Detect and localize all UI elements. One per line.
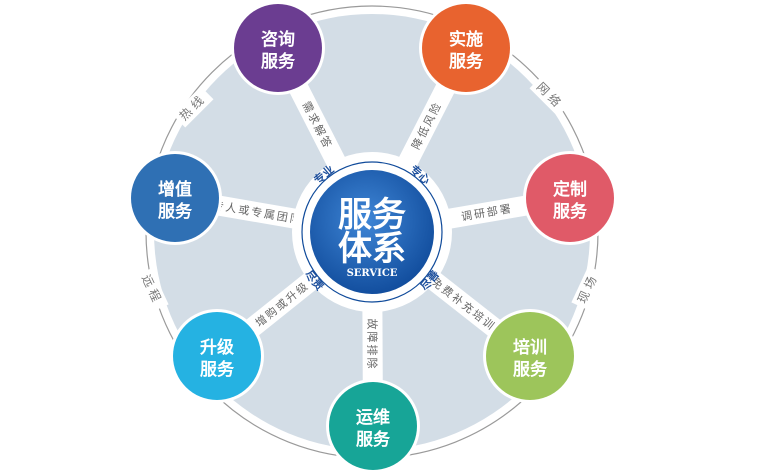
node-circle bbox=[486, 312, 574, 400]
outer-label-bg bbox=[135, 268, 169, 312]
node-label-line2: 服务 bbox=[449, 51, 484, 72]
node-label-line1: 运维 bbox=[356, 407, 390, 428]
node-circle bbox=[173, 312, 261, 400]
node-label-line2: 服务 bbox=[513, 359, 548, 380]
node-label-line1: 培训 bbox=[513, 337, 547, 358]
node-label-line2: 服务 bbox=[261, 51, 296, 72]
node-label-line1: 咨询 bbox=[261, 29, 295, 50]
node-label-line2: 服务 bbox=[158, 201, 193, 222]
center-title-line1: 服务 bbox=[338, 195, 406, 235]
node-label-line1: 实施 bbox=[449, 29, 483, 50]
node-label-line2: 服务 bbox=[356, 429, 391, 450]
node-circle bbox=[422, 4, 510, 92]
node-circle bbox=[526, 154, 614, 242]
spoke-label: 故障排除 bbox=[366, 319, 380, 371]
node-label-line2: 服务 bbox=[553, 201, 588, 222]
outer-label-bg bbox=[571, 266, 605, 310]
node-label-line1: 升级 bbox=[200, 337, 234, 358]
outer-label-bg bbox=[529, 75, 571, 117]
node-circle bbox=[329, 382, 417, 470]
node-label-line1: 定制 bbox=[553, 179, 587, 200]
outer-label-bg bbox=[172, 86, 214, 128]
center-thin-ring bbox=[301, 161, 443, 303]
node-circle bbox=[131, 154, 219, 242]
node-label-line2: 服务 bbox=[200, 359, 235, 380]
node-label-line1: 增值 bbox=[158, 179, 192, 200]
center-title-line2: 体系 bbox=[338, 229, 406, 269]
center-circle bbox=[310, 170, 434, 294]
center-subtitle: SERVICE bbox=[347, 268, 398, 279]
node-circle bbox=[234, 4, 322, 92]
